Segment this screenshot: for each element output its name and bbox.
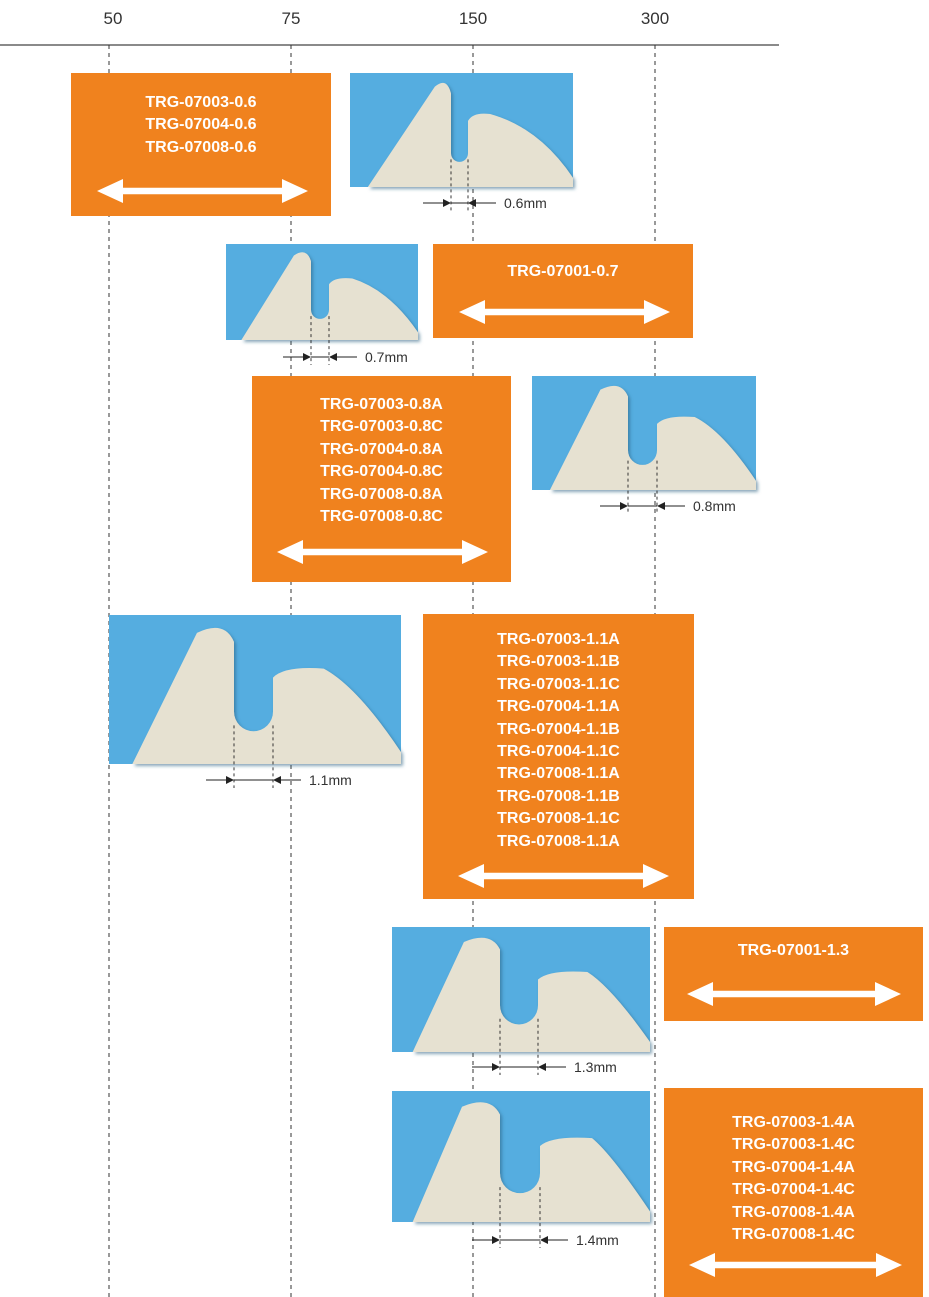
code-label: TRG-07008-0.8C — [320, 508, 443, 526]
gap-dimension: 0.8mm — [600, 460, 736, 514]
code-label: TRG-07004-1.4C — [732, 1181, 855, 1199]
code-box-1.3: TRG-07001-1.3 — [664, 927, 923, 1021]
gap-label: 0.6mm — [504, 195, 547, 211]
blade-picture: 0.6mm — [350, 73, 573, 211]
code-list: TRG-07001-1.3 — [664, 940, 923, 962]
range-arrow — [277, 540, 488, 564]
code-label: TRG-07008-1.1A — [497, 832, 620, 850]
code-label: TRG-07004-0.8C — [320, 463, 443, 481]
code-label: TRG-07008-1.1B — [497, 787, 620, 805]
code-label: TRG-07008-0.6 — [145, 138, 257, 156]
blade-picture: 0.7mm — [226, 244, 418, 365]
gap-label: 1.3mm — [574, 1059, 617, 1075]
code-label: TRG-07003-1.4C — [732, 1136, 855, 1154]
code-label: TRG-07004-0.6 — [145, 116, 257, 134]
code-label: TRG-07008-0.8A — [320, 485, 443, 503]
axis-tick-75: 75 — [281, 9, 301, 28]
blade-picture: 1.3mm — [392, 927, 650, 1075]
code-label: TRG-07004-1.1B — [497, 720, 620, 738]
gap-dimension: 1.3mm — [472, 1018, 617, 1075]
blade-shape — [367, 82, 573, 187]
double-arrow-icon — [277, 540, 488, 564]
blade-shape — [412, 937, 650, 1052]
code-label: TRG-07003-0.8A — [320, 396, 443, 413]
code-label: TRG-07008-1.4C — [732, 1226, 855, 1244]
gap-label: 0.7mm — [365, 349, 408, 365]
code-label: TRG-07008-1.1A — [497, 765, 620, 783]
code-box-1.4: TRG-07003-1.4A TRG-07003-1.4C TRG-07004-… — [664, 1088, 923, 1297]
code-list: TRG-07003-0.6 TRG-07004-0.6 TRG-07008-0.… — [71, 92, 331, 159]
gap-dimension: 1.1mm — [206, 725, 352, 788]
double-arrow-icon — [687, 982, 901, 1006]
code-label: TRG-07004-1.1C — [497, 743, 620, 761]
double-arrow-icon — [689, 1253, 902, 1277]
gap-label: 1.1mm — [309, 772, 352, 788]
code-label: TRG-07008-1.1C — [497, 810, 620, 828]
range-arrow — [459, 300, 670, 324]
code-list: TRG-07001-0.7 — [433, 261, 693, 283]
gap-dimension: 0.7mm — [283, 316, 408, 365]
code-label: TRG-07003-1.1B — [497, 653, 620, 671]
blade-shape — [412, 1102, 650, 1222]
double-arrow-icon — [97, 179, 308, 203]
code-label: TRG-07004-0.8A — [320, 440, 443, 458]
axis-tick-150: 150 — [458, 9, 488, 28]
gap-dimension: 1.4mm — [472, 1187, 619, 1248]
code-list: TRG-07003-1.1A TRG-07003-1.1B TRG-07003-… — [423, 629, 694, 853]
gap-label: 1.4mm — [576, 1232, 619, 1248]
code-label: TRG-07003-1.1A — [497, 631, 620, 648]
axis-tick-300: 300 — [640, 9, 670, 28]
blade-shape — [132, 627, 402, 764]
blade-picture: 1.4mm — [392, 1091, 650, 1248]
double-arrow-icon — [459, 300, 670, 324]
gap-dimension: 0.6mm — [423, 159, 547, 211]
code-label: TRG-07003-0.6 — [145, 94, 257, 111]
code-box-0.7: TRG-07001-0.7 — [433, 244, 693, 338]
code-box-1.1: TRG-07003-1.1A TRG-07003-1.1B TRG-07003-… — [423, 614, 694, 899]
blade-shape — [241, 252, 418, 340]
axis-tick-50: 50 — [103, 9, 123, 28]
code-label: TRG-07003-0.8C — [320, 418, 443, 436]
code-label: TRG-07001-1.3 — [737, 942, 850, 959]
blade-picture: 1.1mm — [109, 615, 402, 788]
range-arrow — [97, 179, 308, 203]
blade-picture: 0.8mm — [532, 376, 756, 514]
gap-label: 0.8mm — [693, 498, 736, 514]
code-label: TRG-07008-1.4A — [732, 1203, 855, 1221]
code-label: TRG-07003-1.4A — [732, 1114, 855, 1131]
code-label: TRG-07004-1.1A — [497, 698, 620, 716]
code-label: TRG-07003-1.1C — [497, 675, 620, 693]
range-arrow — [458, 864, 669, 888]
range-arrow — [687, 982, 901, 1006]
blade-shape — [549, 385, 756, 490]
code-list: TRG-07003-0.8A TRG-07003-0.8C TRG-07004-… — [252, 394, 511, 528]
code-list: TRG-07003-1.4A TRG-07003-1.4C TRG-07004-… — [664, 1112, 923, 1246]
double-arrow-icon — [458, 864, 669, 888]
code-label: TRG-07004-1.4A — [732, 1158, 855, 1176]
code-box-0.6: TRG-07003-0.6 TRG-07004-0.6 TRG-07008-0.… — [71, 73, 331, 216]
range-arrow — [689, 1253, 902, 1277]
code-label: TRG-07001-0.7 — [507, 263, 619, 280]
code-box-0.8: TRG-07003-0.8A TRG-07003-0.8C TRG-07004-… — [252, 376, 511, 582]
